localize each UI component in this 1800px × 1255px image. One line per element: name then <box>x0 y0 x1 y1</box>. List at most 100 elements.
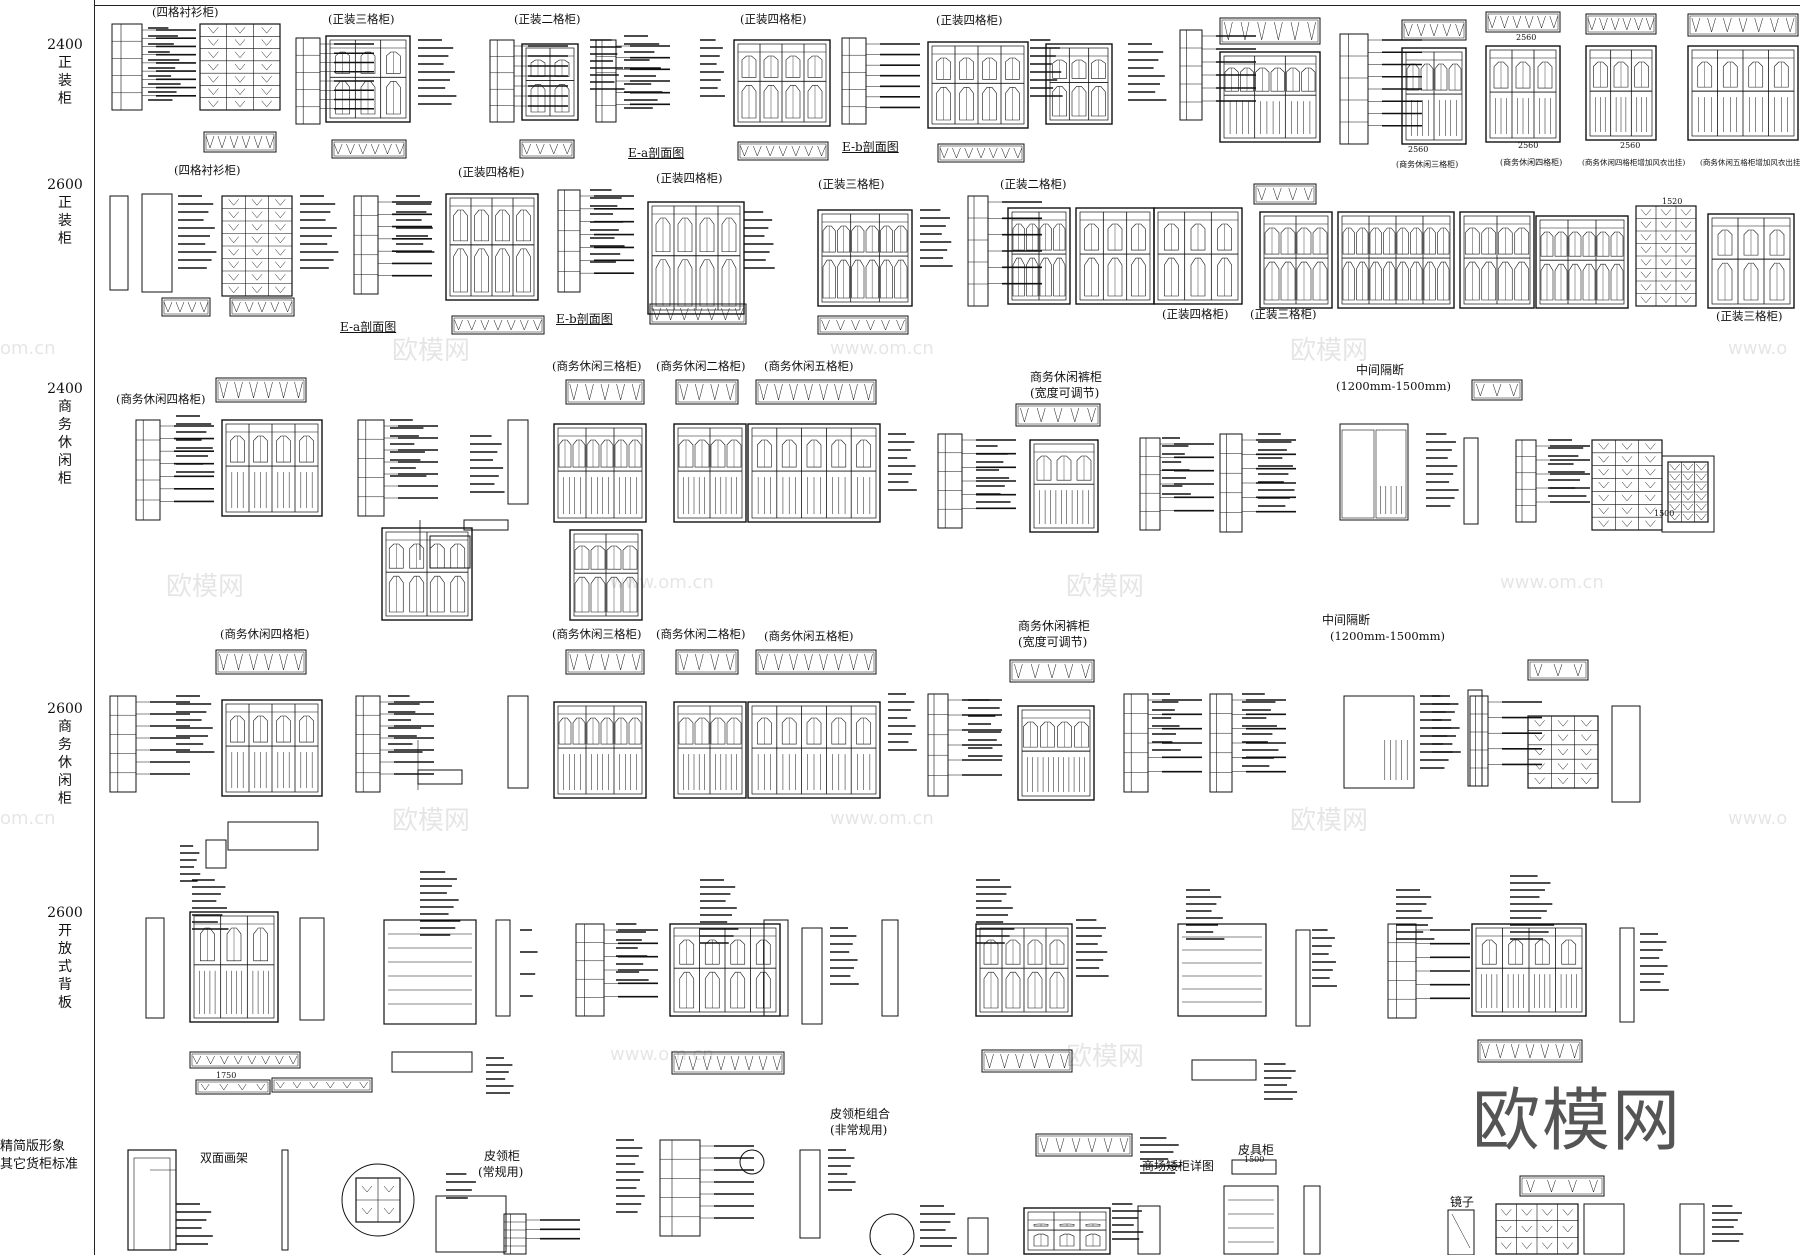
detail-box <box>227 821 319 851</box>
garment-shape <box>1084 223 1099 251</box>
label-r3-casual5: (商务休闲五格柜) <box>764 359 854 373</box>
cabinet-frame <box>1007 207 1071 305</box>
plan-hanger <box>1442 23 1452 37</box>
cabinet-inner <box>751 427 877 519</box>
garment-shape <box>360 80 376 115</box>
plan-hanger <box>666 307 675 321</box>
plan-hanger <box>454 319 463 331</box>
plan-hanger <box>480 319 490 331</box>
plan-hanger <box>549 143 558 155</box>
shirt-fold <box>1598 520 1609 527</box>
garment-shape <box>1717 229 1733 256</box>
garment-shape <box>699 217 715 253</box>
plan-hanger <box>234 381 243 399</box>
row-label-2600-formal: 2600 正 装 柜 <box>47 177 83 247</box>
shirt-fold <box>1621 507 1633 515</box>
plan-hanger <box>383 143 392 155</box>
plan-inner <box>1011 661 1093 681</box>
shirt-fold <box>1521 1225 1532 1233</box>
plan-hanger <box>836 319 845 331</box>
garment-shape <box>253 927 268 962</box>
shirt-grid-frame <box>1527 715 1599 789</box>
garment-shape <box>1033 1223 1049 1227</box>
plan-inner <box>567 381 643 403</box>
label-r6-bag-cabinet: 皮具柜 <box>1238 1143 1275 1157</box>
garment-shape <box>1039 223 1052 251</box>
garment-shape <box>1697 61 1713 88</box>
plan-frame <box>451 315 545 335</box>
shirt-fold <box>275 236 286 244</box>
plan-inner <box>453 317 543 333</box>
garment-shape <box>1033 1233 1049 1247</box>
cabinet-frame <box>673 423 747 523</box>
plan-frame <box>519 139 575 159</box>
garment-shape <box>586 717 600 745</box>
cabinet-inner <box>1157 211 1239 301</box>
garment-shape <box>694 439 710 468</box>
shirt-fold <box>1660 271 1672 279</box>
plan-inner <box>739 143 827 159</box>
garment-shape <box>516 248 531 293</box>
garment-shape <box>1049 939 1065 965</box>
plan-hanger <box>1555 1043 1564 1059</box>
garment-shape <box>226 927 242 962</box>
plan-hanger <box>1754 17 1763 33</box>
garment-shape <box>530 84 546 113</box>
shirt-fold <box>275 261 286 269</box>
garment-shape <box>678 439 694 468</box>
garment-shape <box>710 439 726 468</box>
garment-shape <box>1748 61 1764 88</box>
plan-hanger <box>275 1055 284 1065</box>
side-panel <box>299 917 325 1021</box>
garment-shape <box>785 55 801 78</box>
garment-shape <box>1554 231 1568 257</box>
label-r4-casual2: (商务休闲二格柜) <box>656 627 746 641</box>
plan-hanger <box>702 1055 712 1071</box>
shirt-fold <box>275 286 286 294</box>
shirt-fold <box>1696 503 1707 511</box>
label-r4-partition-range: (1200mm-1500mm) <box>1330 629 1446 643</box>
mirror-line <box>1451 1213 1471 1249</box>
plan-inner <box>1479 1041 1581 1061</box>
plan-inner <box>521 141 573 157</box>
garment-shape <box>781 717 797 745</box>
omo-logo: 欧模网 <box>1472 1082 1683 1161</box>
watermark-url: www.om.cn <box>830 338 934 359</box>
garment-shape <box>1264 227 1280 255</box>
plan-inner <box>677 381 737 403</box>
plan-inner <box>939 145 1023 161</box>
plan-frame <box>215 377 307 403</box>
plan-hanger <box>1537 15 1546 29</box>
shirt-fold <box>1660 284 1672 291</box>
garment-shape <box>276 715 291 743</box>
shirt-fold <box>1680 259 1692 266</box>
plan-hanger <box>1455 23 1464 37</box>
plan-frame <box>161 297 211 317</box>
garment-shape <box>1059 1233 1075 1247</box>
label-r3-partition: 中间隔断 <box>1356 363 1405 377</box>
shirt-fold <box>208 100 219 108</box>
plan-hanger <box>1055 1137 1065 1153</box>
plan-hanger <box>1030 663 1040 679</box>
plan-hanger <box>881 319 890 331</box>
garment-shape <box>1255 67 1270 92</box>
cabinet-inner <box>329 39 407 119</box>
cabinet-frame <box>1687 45 1799 141</box>
shirt-fold <box>1640 284 1652 291</box>
garment-shape <box>1240 67 1254 92</box>
shirt-fold <box>1645 481 1656 489</box>
garment-shape <box>679 939 695 965</box>
plan-hanger <box>1053 407 1063 423</box>
cabinet-frame <box>1219 51 1321 143</box>
garment-shape <box>429 543 445 569</box>
plan-hanger <box>1481 1043 1490 1059</box>
plan-hanger <box>333 143 343 155</box>
cabinet-frame <box>673 701 747 799</box>
shirt-fold <box>1501 1209 1512 1216</box>
plan-frame <box>189 1051 301 1069</box>
plan-hanger <box>721 307 730 321</box>
plan-inner <box>651 305 745 323</box>
plan-hanger <box>264 653 273 671</box>
plan-frame <box>229 297 295 317</box>
garment-shape <box>586 439 600 468</box>
